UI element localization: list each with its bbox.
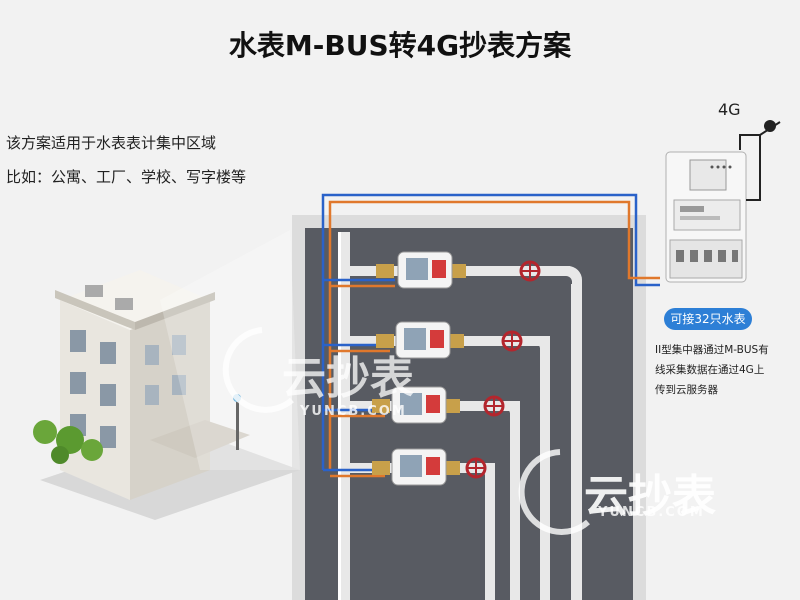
page-title: 水表M-BUS转4G抄表方案: [228, 29, 572, 62]
concentrator-device: [665, 151, 747, 283]
mbus-wiring: [321, 193, 660, 478]
description-line-1: 该方案适用于水表表计集中区域: [6, 134, 217, 152]
description-line-2: 比如：公寓、工厂、学校、写字楼等: [6, 168, 247, 186]
watermark-logo-icon: [222, 327, 590, 535]
valve-4: [465, 457, 487, 479]
note-line-1: II型集中器通过M-BUS有: [655, 344, 769, 356]
valve-1: [519, 260, 541, 282]
valve-2: [501, 330, 523, 352]
antenna-label: 4G: [718, 100, 741, 119]
water-meter-1: [376, 251, 466, 289]
watermark-text-1: 云抄表: [282, 353, 414, 404]
meter-capacity-badge: 可接32只水表: [664, 308, 752, 330]
watermark-sub-1: YUNCB.COM: [300, 404, 407, 419]
watermark-sub-2: YUNCB.COM: [598, 505, 705, 520]
watermark-text-2: 云抄表: [584, 471, 716, 522]
note-line-2: 线采集数据在通过4G上: [655, 364, 765, 376]
building-illustration: [33, 230, 300, 520]
note-line-3: 传到云服务器: [655, 384, 718, 396]
valve-3: [483, 395, 505, 417]
water-meter-3: [372, 386, 460, 424]
water-meter-2: [376, 321, 464, 359]
antenna-tip-icon: [764, 120, 776, 132]
water-meter-4: [372, 448, 460, 486]
